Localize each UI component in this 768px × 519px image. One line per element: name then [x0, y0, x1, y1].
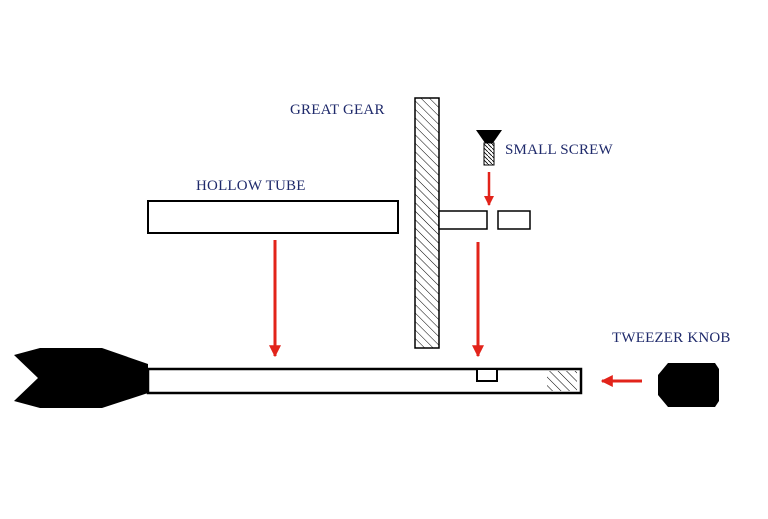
great-gear-label: GREAT GEAR [290, 102, 385, 118]
shaft-threads [547, 371, 577, 391]
small-screw-label: SMALL SCREW [505, 142, 613, 158]
great-gear-part [414, 97, 440, 349]
small-screw-part [476, 130, 502, 166]
tweezer-body [14, 348, 583, 408]
tweezer-jaw [14, 348, 148, 408]
hollow-tube-label: HOLLOW TUBE [196, 178, 306, 194]
gear-arbor-right [497, 210, 531, 230]
shaft-slot [476, 368, 498, 382]
gear-arbor-left [438, 210, 488, 230]
hollow-tube-part [147, 200, 399, 234]
tweezer-shaft [146, 367, 583, 395]
tweezer-knob-label: TWEEZER KNOB [612, 330, 731, 346]
tweezer-knob-part [658, 363, 719, 407]
